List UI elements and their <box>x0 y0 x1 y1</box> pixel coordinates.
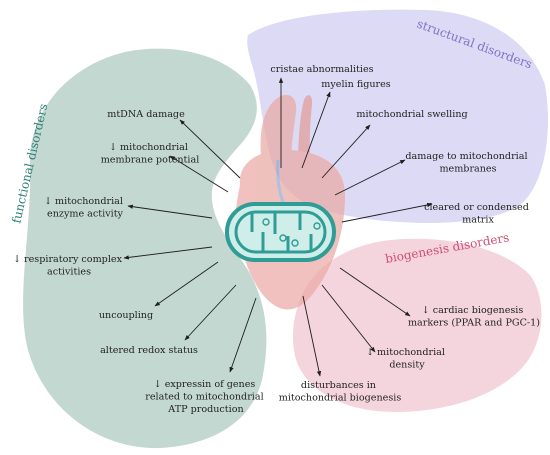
functional-label: ↓ mitochondrial membrane potential <box>101 142 200 166</box>
mitochondrion-illustration <box>225 202 336 262</box>
structural-label: cristae abnormalities <box>270 64 373 75</box>
functional-label: uncoupling <box>99 310 153 321</box>
functional-label: mtDNA damage <box>107 109 185 120</box>
arrow-biogenesis-disturbances <box>302 295 322 377</box>
arrow-structural-myelin <box>301 91 331 169</box>
arrow-functional-respiratory <box>123 246 213 260</box>
structural-label: mitochondrial swelling <box>356 109 467 120</box>
arrow-functional-mtdna <box>179 119 241 179</box>
biogenesis-region <box>292 238 542 412</box>
arrow-functional-redox <box>184 284 237 341</box>
mitochondrion-cristae <box>250 212 313 252</box>
structural-label: damage to mitochondrial membranes <box>405 151 530 175</box>
structural-label: myelin figures <box>321 79 391 90</box>
biogenesis-label: disturbances in mitochondrial biogenesis <box>279 380 402 404</box>
mitochondrion-granule <box>262 218 270 226</box>
functional-label: ↓ expressin of genes related to mitochon… <box>145 379 266 415</box>
arrow-structural-matrix <box>341 202 433 223</box>
arrow-functional-membrane-potential <box>169 155 229 193</box>
functional-label: ↓ respiratory complex activities <box>13 254 125 278</box>
functional-region <box>23 48 267 449</box>
heart-aorta <box>260 94 297 168</box>
arrow-functional-enzyme <box>127 204 213 219</box>
arrow-functional-gene-expression <box>229 297 257 373</box>
mitochondrion-granule <box>313 222 321 230</box>
mitochondrion-granule <box>291 239 299 247</box>
structural-label: cleared or condensed matrix <box>424 202 532 226</box>
biogenesis-label: ↓ mitochondrial density <box>366 347 448 371</box>
functional-label: ↓ mitochondrial enzyme activity <box>44 196 126 220</box>
mitochondrion-granule <box>279 234 287 242</box>
arrow-biogenesis-density <box>321 284 376 353</box>
arrow-structural-membranes <box>334 159 406 196</box>
biogenesis-label: ↓ cardiac biogenesis markers (PPAR and P… <box>408 305 540 329</box>
functional-label: altered redox status <box>100 345 198 356</box>
mitochondrion-inner <box>234 210 327 254</box>
arrow-biogenesis-markers <box>339 267 411 317</box>
arrow-structural-swelling <box>321 124 371 179</box>
arrow-functional-uncoupling <box>154 261 219 307</box>
